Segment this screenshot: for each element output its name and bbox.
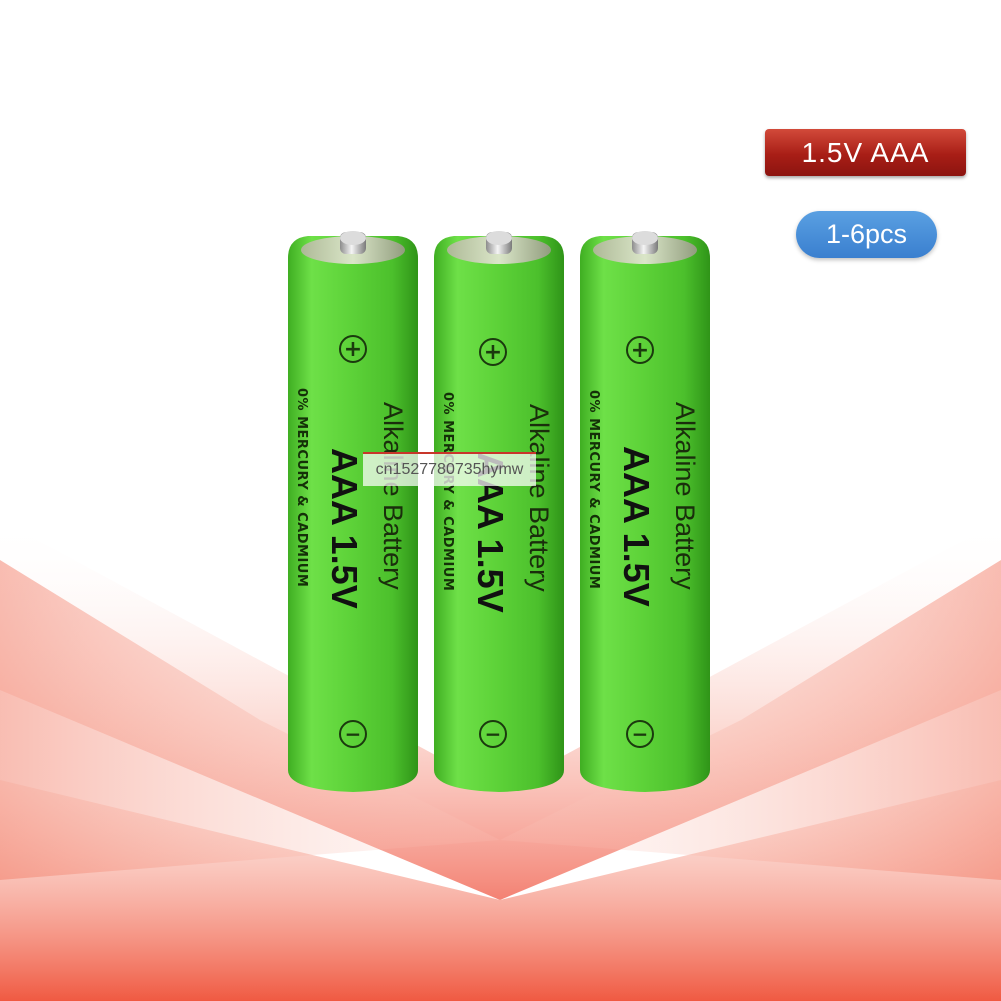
battery-fine-print: 0% MERCURY & CADMIUM <box>294 388 309 587</box>
battery-size-label: AAA 1.5V <box>324 448 365 609</box>
negative-terminal-mark: − <box>339 720 367 748</box>
positive-icon: + <box>484 340 502 365</box>
battery-fine-print: 0% MERCURY & CADMIUM <box>586 390 601 589</box>
quantity-badge: 1-6pcs <box>796 211 937 258</box>
negative-terminal-mark: − <box>626 720 654 748</box>
battery-type-label: Alkaline Battery <box>524 404 554 592</box>
battery-type-label: Alkaline Battery <box>378 402 408 590</box>
battery-2: + 0% MERCURY & CADMIUM AAA 1.5V Alkaline… <box>434 231 564 792</box>
positive-terminal-mark: + <box>339 335 367 363</box>
negative-terminal-mark: − <box>479 720 507 748</box>
positive-terminal-mark: + <box>479 338 507 366</box>
seller-watermark: cn1527780735hymw <box>363 452 536 486</box>
chevron-wing-right <box>500 560 1001 880</box>
battery-fine-print: 0% MERCURY & CADMIUM <box>440 392 455 591</box>
negative-icon: − <box>632 722 649 746</box>
chevron-lower <box>0 780 1001 1001</box>
voltage-badge: 1.5V AAA <box>765 129 966 176</box>
battery-3: + 0% MERCURY & CADMIUM AAA 1.5V Alkaline… <box>580 231 710 792</box>
battery-type-label: Alkaline Battery <box>670 402 700 590</box>
chevron-wing-left <box>0 560 500 880</box>
negative-icon: − <box>485 722 502 746</box>
battery-1: + 0% MERCURY & CADMIUM AAA 1.5V Alkaline… <box>288 231 418 792</box>
positive-icon: + <box>631 338 649 363</box>
negative-icon: − <box>345 722 362 746</box>
positive-terminal-mark: + <box>626 336 654 364</box>
battery-size-label: AAA 1.5V <box>616 446 657 607</box>
positive-icon: + <box>344 337 362 362</box>
